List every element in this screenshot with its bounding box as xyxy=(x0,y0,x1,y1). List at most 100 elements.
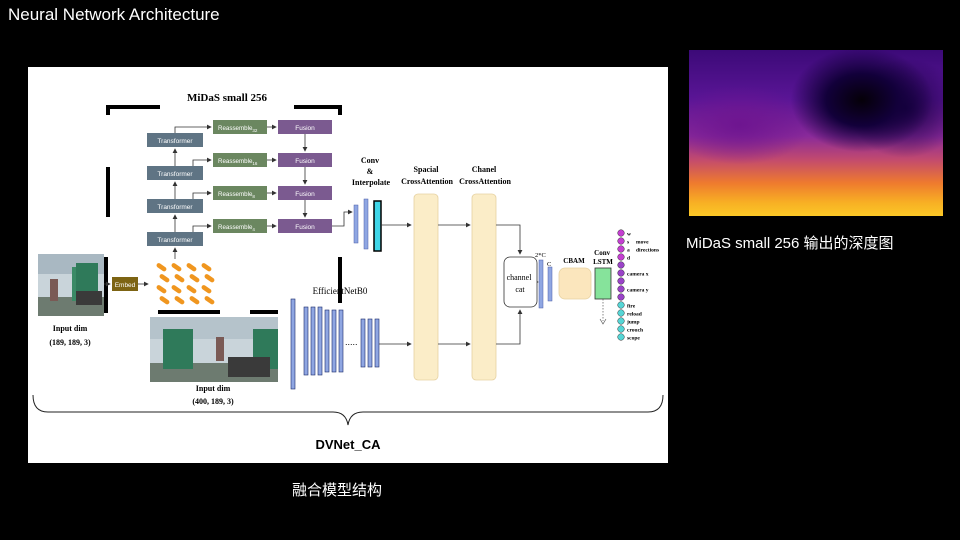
transformer-label: Transformer xyxy=(157,138,193,145)
fusion-block xyxy=(278,120,332,134)
embed-block xyxy=(112,277,138,291)
efficientnet-layer xyxy=(290,298,296,390)
efficientnet-layer xyxy=(303,306,309,376)
input2-label: Input dim xyxy=(196,384,231,393)
output-node-label: fire xyxy=(627,303,636,309)
efficientnet-layer xyxy=(317,306,323,376)
depth-map-image xyxy=(689,50,943,216)
conv-bar xyxy=(363,198,369,250)
fusion-block xyxy=(278,186,332,200)
output-node xyxy=(617,237,625,245)
spacial-label: Spacial CrossAttention xyxy=(401,165,453,186)
output-node xyxy=(617,229,625,237)
output-node xyxy=(617,277,625,285)
fusion-block xyxy=(278,153,332,167)
depth-map-caption: MiDaS small 256 输出的深度图 xyxy=(686,235,894,252)
output-node-label: a xyxy=(627,247,630,253)
efficientnet-bars xyxy=(290,298,380,390)
reassemble-block xyxy=(213,153,267,167)
patch-token xyxy=(156,285,167,294)
output-node-label: d xyxy=(627,255,630,261)
fusion-block xyxy=(278,219,332,233)
conv-bar xyxy=(353,204,359,244)
fusion-label: Fusion xyxy=(295,191,315,198)
conv-lstm-label: Conv LSTM xyxy=(593,249,613,266)
output-group-label: move xyxy=(636,239,649,245)
transformer-label: Transformer xyxy=(157,204,193,211)
figure-caption: 融合模型结构 xyxy=(292,482,383,499)
patch-token xyxy=(159,274,170,283)
transformer-stack: Transformer Transformer Transformer Tran… xyxy=(147,133,203,246)
output-node xyxy=(617,285,625,293)
interpolate-bar xyxy=(373,200,382,252)
output-node-label: jump xyxy=(626,319,640,325)
chanel-label: Chanel CrossAttention xyxy=(459,165,511,186)
output-node xyxy=(617,301,625,309)
chanel-attention-block xyxy=(471,193,497,381)
model-name: DVNet_CA xyxy=(315,437,381,452)
cbam-block xyxy=(558,267,592,300)
output-node xyxy=(617,309,625,317)
fusion-label: Fusion xyxy=(295,125,315,132)
reassemble-block xyxy=(213,186,267,200)
efficientnet-layer xyxy=(360,318,366,368)
efficientnet-layer xyxy=(374,318,380,368)
reassemble-label: Reassemble32 xyxy=(218,125,258,133)
output-node-label: camera y xyxy=(627,287,649,293)
spacial-attention-block xyxy=(413,193,439,381)
output-node-label: w xyxy=(627,231,631,237)
input2-dim: (400, 189, 3) xyxy=(192,397,234,406)
reassemble-block xyxy=(213,219,267,233)
patch-token xyxy=(174,296,185,305)
transformer-block xyxy=(147,166,203,180)
patch-token xyxy=(171,263,182,272)
patch-token xyxy=(189,274,200,283)
output-node-label: scope xyxy=(627,335,640,341)
input-image-2 xyxy=(150,317,278,382)
slide-title: Neural Network Architecture xyxy=(8,5,220,24)
efficientnet-layer xyxy=(338,309,344,373)
transformer-block xyxy=(147,232,203,246)
transformer-block xyxy=(147,199,203,213)
attention-connectors xyxy=(438,222,539,347)
conv-lstm-block xyxy=(594,267,612,300)
efficientnet-layer xyxy=(331,309,337,373)
patch-token xyxy=(204,296,215,305)
output-node xyxy=(617,269,625,277)
transformer-label: Transformer xyxy=(157,171,193,178)
output-node xyxy=(617,261,625,269)
reassemble-block xyxy=(213,120,267,134)
output-node-label: s xyxy=(627,239,629,245)
output-node-label: reload xyxy=(627,311,642,317)
efficientnet-layer xyxy=(310,306,316,376)
efficientnet-layer xyxy=(324,309,330,373)
reduced-bar xyxy=(547,266,553,302)
patch-token xyxy=(204,274,215,283)
patch-token xyxy=(159,296,170,305)
output-node xyxy=(617,317,625,325)
model-brace xyxy=(32,394,664,426)
midas-connectors xyxy=(172,124,353,259)
efficientnet-label: EfficientNetB0 xyxy=(313,286,368,296)
efficientnet-layer xyxy=(367,318,373,368)
embed-label: Embed xyxy=(115,282,136,289)
patch-token xyxy=(201,285,212,294)
reassemble-label: Reassemble8 xyxy=(218,191,255,199)
reassemble-label: Reassemble4 xyxy=(218,224,255,232)
patch-token xyxy=(189,296,200,305)
conv-interp-label: Conv & Interpolate xyxy=(352,156,391,187)
label-c: C xyxy=(547,261,551,268)
label-2c: 2*C xyxy=(535,252,546,259)
patch-token xyxy=(186,285,197,294)
fusion-stack: Fusion Fusion Fusion Fusion xyxy=(278,120,332,233)
transformer-label: Transformer xyxy=(157,237,193,244)
patch-token xyxy=(174,274,185,283)
architecture-figure: MiDaS small 256 Transformer Transformer … xyxy=(28,67,668,463)
patch-token xyxy=(171,285,182,294)
midas-label: MiDaS small 256 xyxy=(187,92,268,104)
channel-cat-label: channel cat xyxy=(507,273,534,294)
token-grid xyxy=(156,263,215,305)
output-node xyxy=(617,245,625,253)
efficientnet-dots: ..... xyxy=(345,337,358,347)
input1-label: Input dim xyxy=(53,324,88,333)
